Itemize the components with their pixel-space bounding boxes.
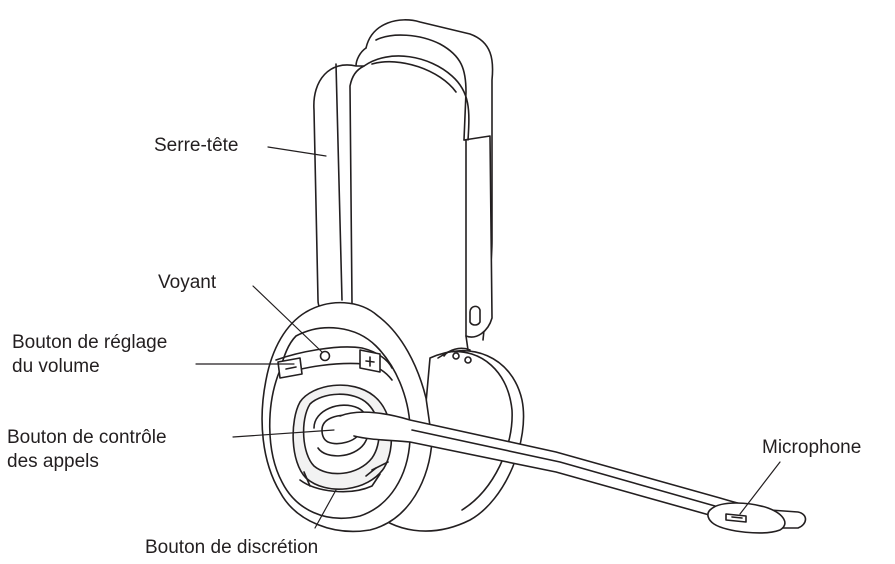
label-microphone: Microphone xyxy=(762,437,862,458)
label-call-line1: Bouton de contrôle xyxy=(7,427,167,448)
leader-headband xyxy=(267,146,327,157)
label-mute-button: Bouton de discrétion xyxy=(145,537,319,558)
back-headband xyxy=(355,19,494,351)
label-call-line2: des appels xyxy=(7,451,99,472)
leader-led xyxy=(252,285,323,353)
leader-mute xyxy=(314,489,337,529)
label-headband: Serre-tête xyxy=(154,135,239,156)
label-call-control-button: Bouton de contrôle des appels xyxy=(7,426,167,474)
label-led: Voyant xyxy=(158,272,217,293)
label-volume-button: Bouton de réglage du volume xyxy=(12,331,167,379)
leader-call xyxy=(232,429,335,438)
front-earpiece xyxy=(261,301,433,533)
label-volume-line1: Bouton de réglage xyxy=(12,332,168,353)
leader-lines xyxy=(195,146,781,529)
label-volume-line2: du volume xyxy=(12,356,100,377)
leader-microphone xyxy=(739,461,781,515)
boom-microphone xyxy=(339,411,807,534)
